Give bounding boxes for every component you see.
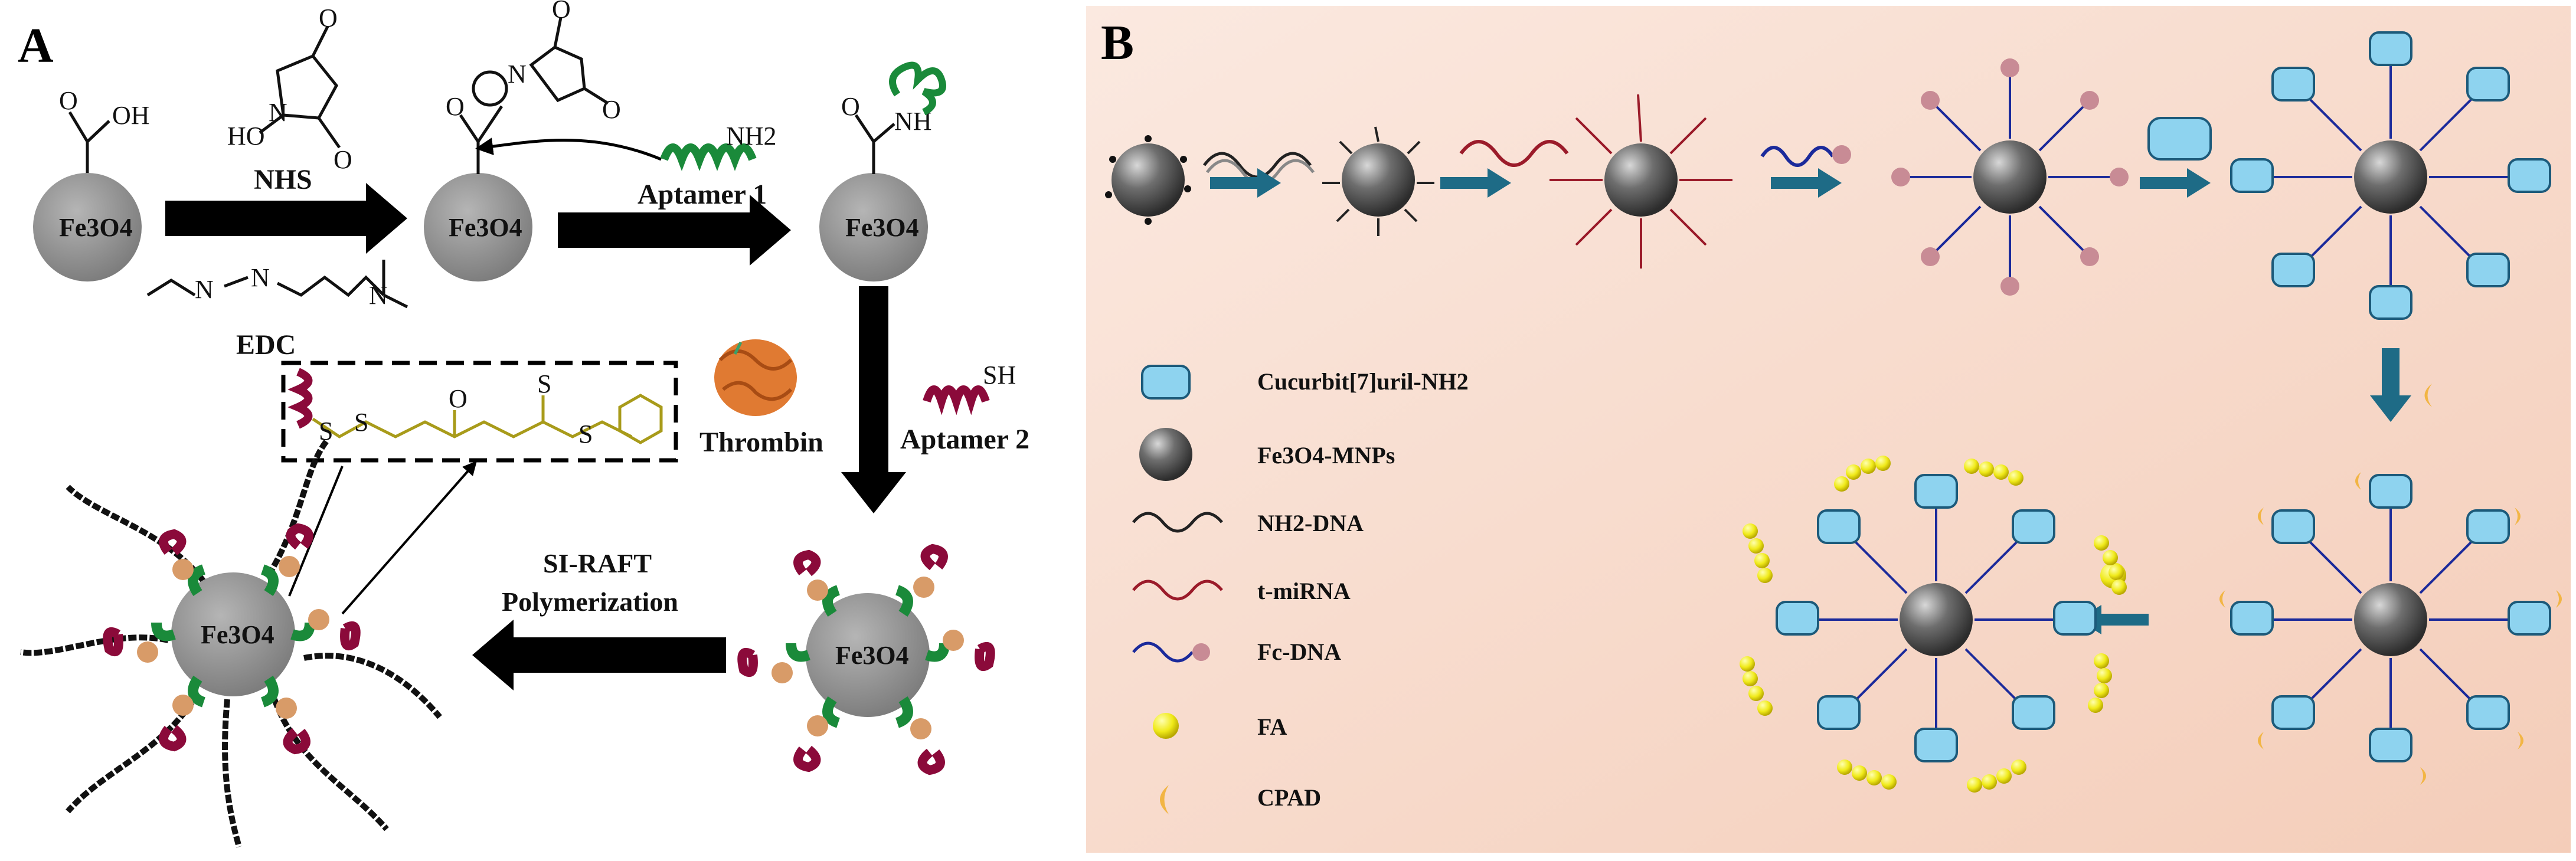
nhs-o-bottom: O (334, 145, 352, 174)
arrow-down (841, 286, 906, 513)
step-fa-particle (1740, 456, 2127, 793)
thrombin-icon (714, 339, 797, 416)
thrombin-label: Thrombin (699, 427, 823, 458)
arrow-b3 (1771, 168, 1842, 198)
nhs-structure (259, 25, 341, 149)
raft-o: O (449, 384, 468, 413)
fe3o4-aptamer1: Fe3O4 O NH (819, 61, 946, 281)
arrow-b5 (2370, 348, 2411, 422)
arrow-nhs (165, 183, 407, 254)
step-mirna-particle (1549, 94, 1732, 269)
fc-dna-reagent (1760, 146, 1835, 167)
arrow-b4 (2140, 168, 2211, 198)
legend-item-nh2dna: NH2-DNA (1132, 510, 1364, 536)
aptamer1-label: Aptamer 1 (638, 179, 767, 210)
amide-o: O (841, 92, 860, 121)
fe3o4-label-4: Fe3O4 (835, 641, 909, 670)
fe3o4-carboxyl: O OH Fe3O4 (33, 86, 150, 281)
dna-strand-icon (1132, 512, 1223, 533)
t-mirna-reagent (1459, 140, 1569, 167)
ferrocene-icon (1832, 145, 1851, 164)
step-cpad-particle (2219, 472, 2562, 785)
legend-label-6: CPAD (1257, 784, 1321, 811)
aptamer2-coil (923, 385, 990, 415)
nhs-o-top: O (319, 4, 338, 32)
arrow-si-raft (472, 620, 726, 690)
legend-item-cb7: Cucurbit[7]uril-NH2 (1141, 365, 1469, 400)
aptamer1-nh2: NH2 (726, 122, 777, 150)
nucleophilic-attack-arrow (475, 138, 662, 161)
legend-label-1: Fe3O4-MNPs (1257, 442, 1395, 469)
nhs-ho: HO (227, 122, 265, 150)
panel-b-letter: B (1101, 15, 1134, 70)
fe3o4-polymer-grafted: Fe3O4 (20, 437, 442, 848)
panel-a: A O OH Fe3O4 O O HO N NHS (18, 0, 1029, 848)
edc-label: EDC (236, 329, 296, 361)
cpad-crescent-icon (1160, 785, 1169, 814)
fe3o4-label-3: Fe3O4 (845, 213, 919, 242)
aptamer2-sh: SH (983, 361, 1016, 389)
aptamer2-label: Aptamer 2 (900, 424, 1029, 455)
edc-n3: N (369, 281, 388, 310)
fe3o4-particle (33, 173, 142, 281)
legend-item-fcdna: Fc-DNA (1132, 639, 1341, 665)
panel-b: B (1086, 6, 2571, 853)
edc-n2: N (251, 263, 270, 292)
raft-s1: S (319, 417, 333, 446)
fe3o4-label-2: Fe3O4 (449, 213, 522, 242)
raft-agent-structure (287, 368, 663, 444)
arrow-aptamer1 (558, 195, 791, 266)
cpad-reagent (2424, 384, 2432, 407)
pointer-line-1 (288, 466, 344, 597)
legend-label-2: NH2-DNA (1257, 510, 1364, 536)
fa-sphere-icon (1153, 713, 1179, 739)
activated-ester: Fe3O4 O N O O (424, 0, 621, 281)
legend: Cucurbit[7]uril-NH2 Fe3O4-MNPs NH2-DNA t… (1132, 365, 1469, 814)
fc-dna-icon (1132, 641, 1194, 663)
legend-label-3: t-miRNA (1257, 578, 1351, 604)
legend-item-fa: FA (1153, 713, 1287, 740)
step-dna-particle (1322, 126, 1434, 236)
mirna-strand-icon (1132, 580, 1223, 601)
ester-o3: O (602, 95, 621, 124)
pointer-line-2 (341, 460, 477, 615)
legend-item-mirna: t-miRNA (1132, 578, 1351, 604)
ester-o: O (446, 92, 465, 121)
aptamer1-coil (660, 143, 757, 171)
hydroxyl-label: OH (112, 101, 150, 130)
carbonyl-o: O (59, 86, 78, 115)
nanoparticle-icon (1139, 428, 1192, 481)
fe3o4-label: Fe3O4 (59, 213, 133, 242)
raft-agent-box (281, 361, 678, 463)
raft-s4: S (578, 420, 593, 448)
panel-a-letter: A (18, 18, 54, 73)
legend-label-4: Fc-DNA (1257, 639, 1341, 665)
raft-s3: S (537, 369, 551, 398)
legend-label-0: Cucurbit[7]uril-NH2 (1257, 368, 1469, 395)
edc-structure (146, 260, 408, 309)
ester-o2: O (552, 0, 571, 24)
arrow-b2 (1440, 168, 1511, 198)
fe3o4-aptamer2-thrombin: Fe3O4 (737, 544, 995, 775)
polymerization-label: Polymerization (502, 587, 678, 617)
legend-item-mnp: Fe3O4-MNPs (1139, 428, 1395, 481)
raft-s2: S (354, 408, 368, 437)
nhs-label: NHS (254, 164, 312, 195)
fe3o4-label-5: Fe3O4 (201, 620, 274, 649)
edc-n1: N (195, 275, 214, 304)
nhs-n: N (269, 98, 287, 127)
step-fc-particle (1891, 58, 2129, 296)
ester-n: N (508, 60, 527, 89)
legend-item-cpad: CPAD (1160, 784, 1321, 814)
cucurbituril-icon (1141, 365, 1191, 400)
step-bare-particle (1105, 135, 1191, 225)
legend-label-5: FA (1257, 713, 1287, 740)
si-raft-label: SI-RAFT (543, 548, 652, 578)
arrow-b1 (1210, 168, 1281, 198)
step-cb7-particle (2230, 31, 2551, 320)
cb7-reagent (2147, 117, 2212, 161)
